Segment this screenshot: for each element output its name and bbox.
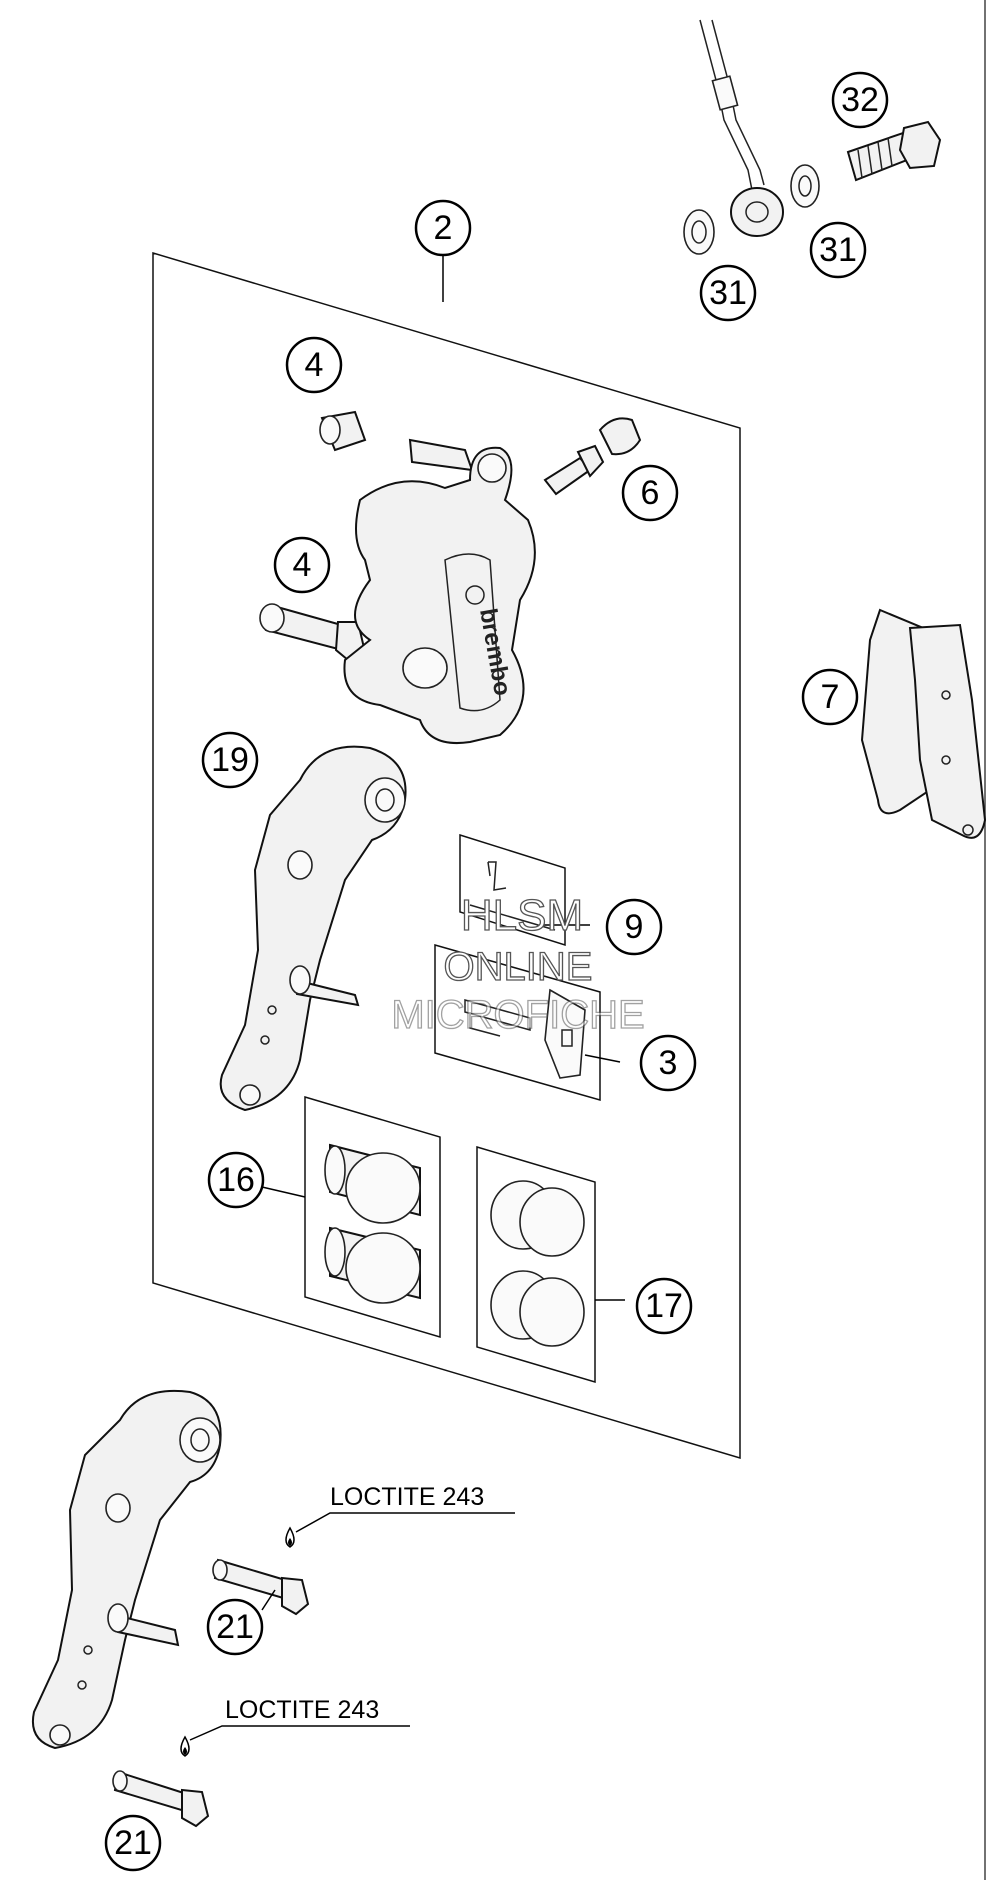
seal-rings-17-upper bbox=[490, 1180, 585, 1257]
caliper-support-19 bbox=[219, 745, 407, 1112]
svg-text:4: 4 bbox=[293, 546, 312, 584]
callout-7: 7 bbox=[801, 668, 859, 726]
leader-21-upper bbox=[261, 1589, 276, 1611]
bushing-4-upper bbox=[319, 410, 367, 452]
watermark: HLSM ONLINE MICROFICHE bbox=[391, 890, 646, 1037]
washer-31-right bbox=[790, 164, 820, 208]
bolt-21-lower bbox=[112, 1770, 210, 1828]
loctite-leader-upper bbox=[295, 1512, 515, 1533]
svg-text:16: 16 bbox=[217, 1161, 255, 1199]
piston-16-upper bbox=[324, 1143, 421, 1224]
svg-text:21: 21 bbox=[216, 1608, 254, 1646]
brake-pads-7 bbox=[860, 608, 987, 839]
svg-text:HLSM: HLSM bbox=[461, 891, 583, 940]
svg-text:31: 31 bbox=[709, 274, 747, 312]
leader-16 bbox=[261, 1186, 306, 1198]
seal-kit-17-box bbox=[476, 1145, 596, 1384]
callout-4-upper: 4 bbox=[285, 336, 343, 394]
loctite-drop-lower-icon bbox=[180, 1735, 190, 1757]
callout-21-lower: 21 bbox=[104, 1814, 162, 1872]
callout-17: 17 bbox=[635, 1277, 693, 1335]
piston-16-lower bbox=[324, 1226, 421, 1304]
svg-text:21: 21 bbox=[114, 1824, 152, 1862]
callout-16: 16 bbox=[207, 1151, 265, 1209]
bleed-cap-6 bbox=[598, 417, 642, 456]
callout-19: 19 bbox=[201, 731, 259, 789]
loctite-label-lower: LOCTITE 243 bbox=[225, 1696, 379, 1724]
leader-3 bbox=[584, 1054, 621, 1063]
callout-21-upper: 21 bbox=[206, 1598, 264, 1656]
piston-kit-16-box bbox=[304, 1095, 441, 1339]
callout-9: 9 bbox=[605, 898, 663, 956]
callout-3: 3 bbox=[639, 1034, 697, 1092]
callout-31-right: 31 bbox=[809, 221, 867, 279]
banjo-bolt-32 bbox=[846, 120, 942, 182]
guide-pin-4-lower bbox=[259, 603, 366, 662]
svg-text:MICROFICHE: MICROFICHE bbox=[391, 993, 644, 1037]
washer-31-left bbox=[683, 209, 715, 255]
svg-text:3: 3 bbox=[659, 1044, 678, 1082]
caliper-support-standalone bbox=[32, 1389, 222, 1750]
loctite-leader-lower bbox=[189, 1725, 410, 1741]
callout-4-lower: 4 bbox=[273, 536, 331, 594]
svg-text:17: 17 bbox=[645, 1287, 683, 1325]
bolt-21-upper bbox=[212, 1558, 310, 1616]
pad-retainer-kit-3 bbox=[434, 944, 601, 1101]
caliper-kit-outline bbox=[152, 251, 741, 1460]
svg-text:31: 31 bbox=[819, 231, 857, 269]
callout-6: 6 bbox=[621, 464, 679, 522]
svg-text:4: 4 bbox=[305, 346, 324, 384]
loctite-label-upper: LOCTITE 243 bbox=[330, 1483, 484, 1511]
loctite-drop-upper-icon bbox=[285, 1526, 295, 1548]
svg-text:9: 9 bbox=[625, 908, 644, 946]
svg-text:ONLINE: ONLINE bbox=[444, 945, 593, 989]
svg-text:7: 7 bbox=[821, 678, 840, 716]
spring-kit-9 bbox=[459, 833, 566, 947]
callout-31-left: 31 bbox=[699, 264, 757, 322]
bleed-screw-6 bbox=[543, 444, 605, 496]
svg-text:32: 32 bbox=[841, 81, 879, 119]
callout-32: 32 bbox=[831, 71, 889, 129]
brake-caliper: brembo bbox=[343, 438, 536, 744]
seal-rings-17-lower bbox=[490, 1270, 585, 1347]
svg-text:6: 6 bbox=[641, 474, 660, 512]
svg-text:19: 19 bbox=[211, 741, 249, 779]
svg-text:2: 2 bbox=[434, 209, 453, 247]
callout-2: 2 bbox=[414, 199, 472, 257]
brake-hose bbox=[699, 19, 784, 237]
